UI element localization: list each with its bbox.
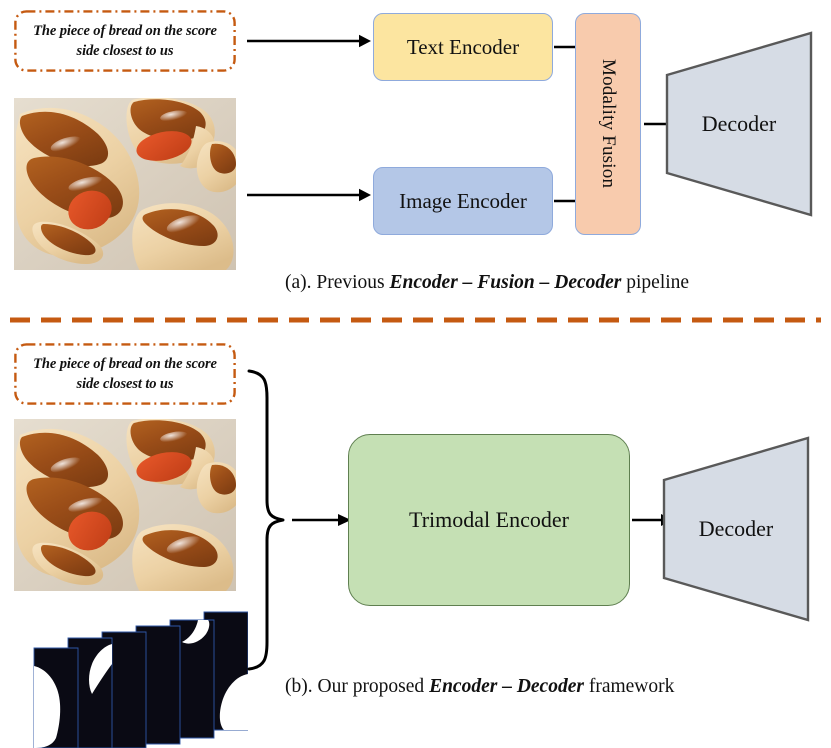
block-text-encoder[interactable]: Text Encoder bbox=[373, 13, 553, 81]
caption-a-prefix: (a). Previous bbox=[285, 272, 390, 293]
arrow-glyph bbox=[247, 34, 371, 48]
prompt-box-a: The piece of bread on the score side clo… bbox=[14, 10, 236, 72]
block-decoder-a-label: Decoder bbox=[701, 111, 777, 136]
bread-photo-b-graphic bbox=[14, 419, 236, 591]
prompt-text-b: The piece of bread on the score side clo… bbox=[33, 356, 217, 392]
prompt-box-b: The piece of bread on the score side clo… bbox=[14, 343, 236, 405]
arrow-prompt-to-text-encoder bbox=[247, 32, 373, 50]
block-decoder-a[interactable]: Decoder bbox=[665, 31, 813, 217]
input-grouping-brace bbox=[243, 368, 289, 672]
bread-photo-a-graphic bbox=[14, 98, 236, 270]
caption-a-suffix: pipeline bbox=[621, 272, 690, 293]
arrow-glyph bbox=[292, 514, 351, 526]
divider-dashed-line bbox=[10, 317, 821, 323]
input-mask-stack-b bbox=[12, 602, 248, 748]
input-image-b bbox=[14, 419, 236, 591]
block-modality-fusion[interactable]: Modality Fusion bbox=[575, 13, 641, 235]
decoder-b-trapezoid bbox=[662, 436, 810, 622]
caption-b: (b). Our proposed Encoder – Decoder fram… bbox=[285, 676, 674, 698]
caption-b-prefix: (b). Our proposed bbox=[285, 676, 430, 697]
block-image-encoder[interactable]: Image Encoder bbox=[373, 167, 553, 235]
mask-frames-graphic bbox=[33, 611, 248, 748]
prompt-text-a: The piece of bread on the score side clo… bbox=[33, 23, 217, 59]
block-modality-fusion-label: Modality Fusion bbox=[598, 59, 619, 189]
block-decoder-b[interactable]: Decoder bbox=[662, 436, 810, 622]
decoder-a-trapezoid bbox=[665, 31, 813, 217]
block-text-encoder-label: Text Encoder bbox=[406, 34, 520, 59]
block-trimodal-encoder-label: Trimodal Encoder bbox=[409, 507, 569, 532]
curly-brace-glyph bbox=[247, 369, 285, 671]
caption-a-emphasis: Encoder – Fusion – Decoder bbox=[389, 272, 622, 293]
caption-a: (a). Previous Encoder – Fusion – Decoder… bbox=[285, 272, 689, 294]
panel-divider bbox=[10, 316, 821, 324]
arrow-image-to-image-encoder bbox=[247, 186, 373, 204]
input-image-a bbox=[14, 98, 236, 270]
arrow-inputs-to-trimodal-encoder bbox=[292, 511, 352, 529]
arrow-glyph bbox=[247, 188, 371, 202]
block-trimodal-encoder[interactable]: Trimodal Encoder bbox=[348, 434, 630, 606]
block-decoder-b-label: Decoder bbox=[698, 516, 774, 541]
caption-b-emphasis: Encoder – Decoder bbox=[429, 676, 584, 697]
caption-b-suffix: framework bbox=[583, 676, 675, 697]
block-image-encoder-label: Image Encoder bbox=[399, 188, 527, 213]
